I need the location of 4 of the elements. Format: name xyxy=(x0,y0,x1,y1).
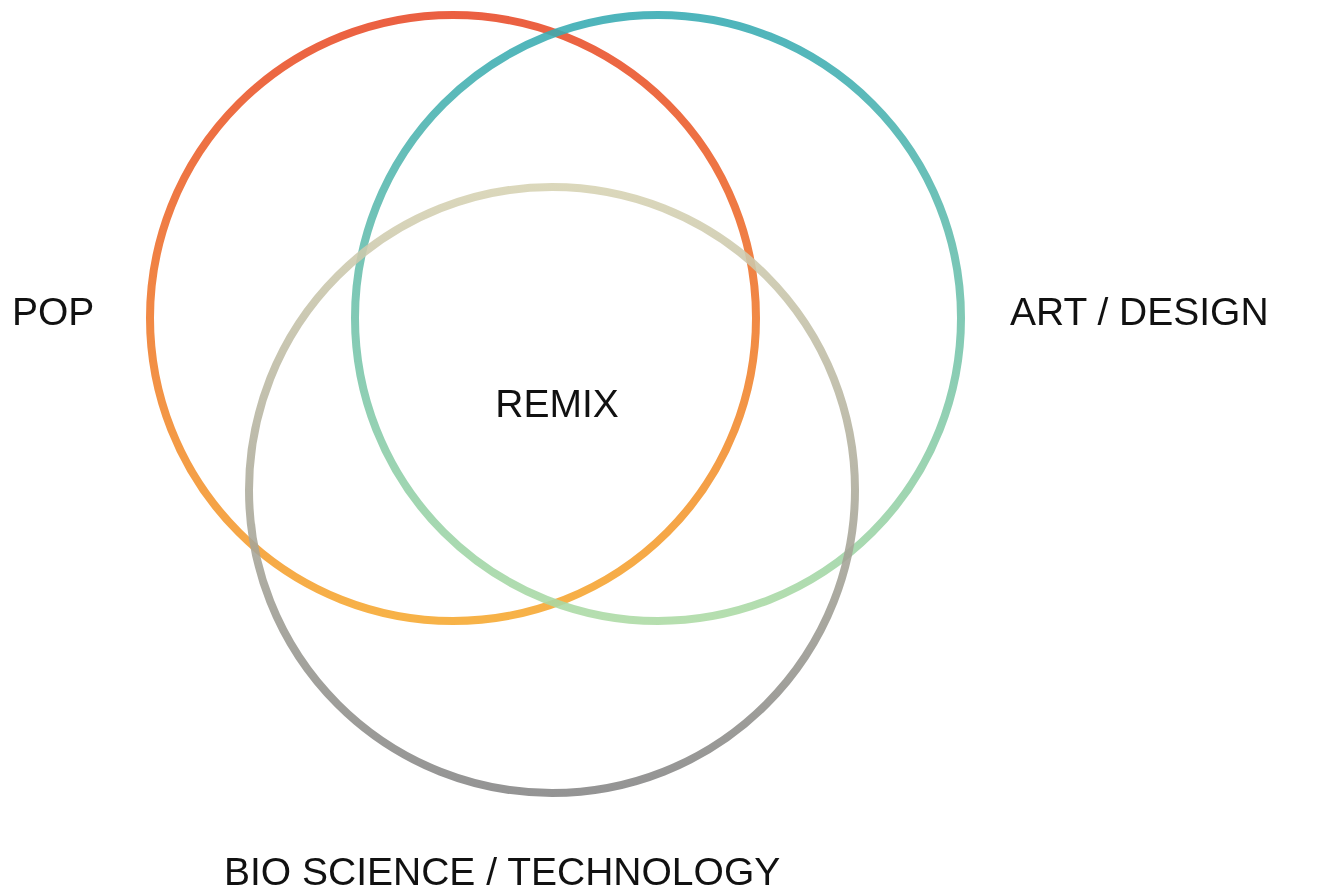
circle-label: POP xyxy=(12,292,95,331)
center-label: REMIX xyxy=(495,383,619,423)
circle-label: ART / DESIGN xyxy=(1010,292,1269,331)
circle-label: BIO SCIENCE / TECHNOLOGY xyxy=(224,852,781,891)
